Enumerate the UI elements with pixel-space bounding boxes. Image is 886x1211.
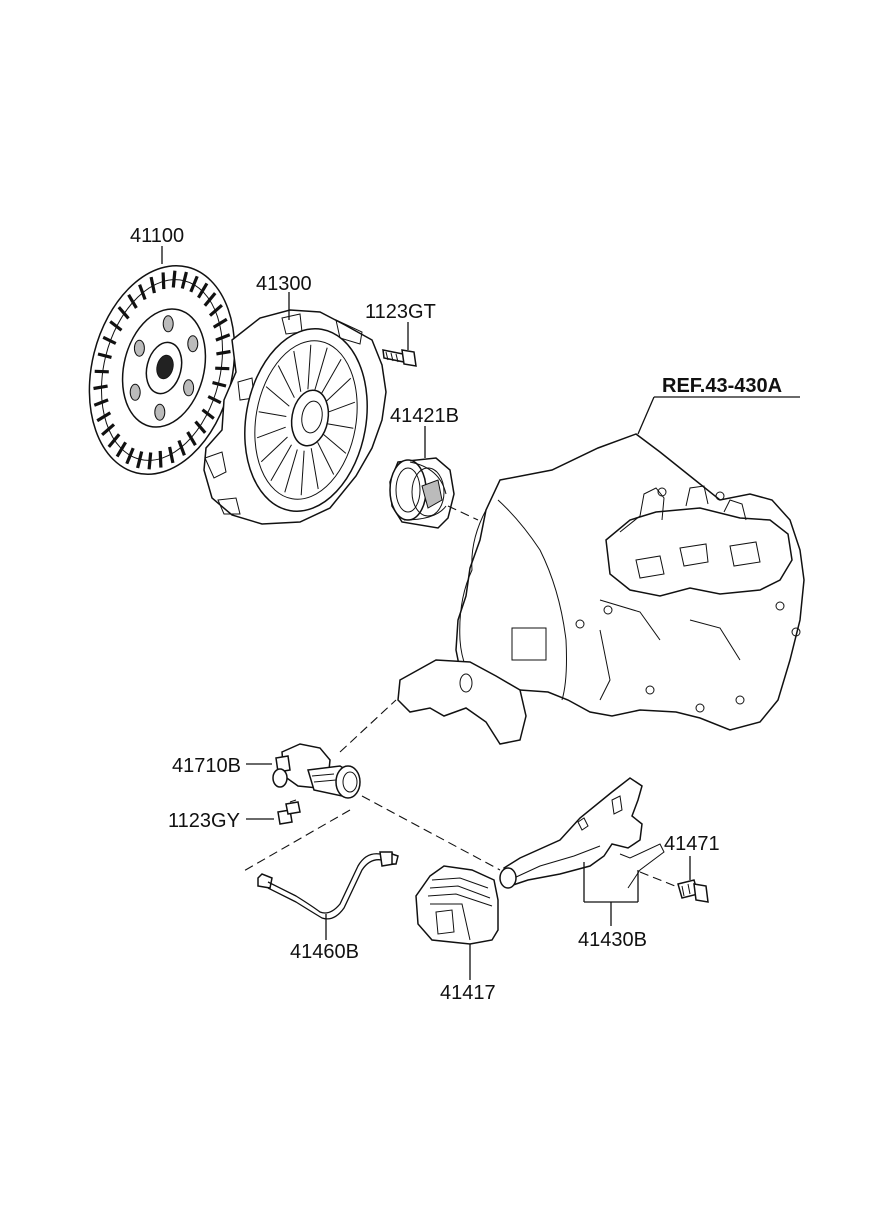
- disc-slot: [109, 320, 123, 332]
- disc-slot: [101, 423, 116, 437]
- diaphragm-finger: [258, 411, 287, 417]
- disc-slot: [186, 431, 197, 447]
- damper-spring: [187, 335, 199, 353]
- disc-slot: [107, 433, 121, 448]
- label-41300: 41300: [256, 273, 312, 295]
- disc-slot: [138, 284, 147, 301]
- clutch-tube-41460B: [257, 851, 399, 940]
- disc-slot: [127, 293, 138, 309]
- disc-slot: [180, 271, 188, 289]
- disc-slot: [125, 447, 135, 465]
- disc-slot: [189, 275, 199, 293]
- disc-slot: [207, 395, 222, 405]
- disc-slot: [194, 420, 207, 434]
- label-41100: 41100: [130, 225, 184, 247]
- disc-slot: [216, 349, 231, 356]
- bolt-1123GT: [382, 322, 417, 367]
- dust-boot-41417: [415, 865, 499, 980]
- disc-slot: [136, 451, 144, 469]
- diaphragm-finger: [260, 436, 288, 463]
- label-41421B: 41421B: [390, 405, 459, 427]
- damper-spring: [133, 339, 145, 357]
- disc-slot: [102, 335, 117, 345]
- pressure-plate-41300: [203, 292, 387, 525]
- disc-slot: [147, 452, 153, 470]
- disc-slot: [168, 446, 175, 464]
- disc-slot: [215, 366, 230, 371]
- transmission-assembly: [397, 396, 805, 745]
- disc-slot: [197, 282, 209, 299]
- disc-slot: [115, 441, 127, 458]
- disc-slot: [96, 411, 112, 423]
- disc-slot: [177, 439, 186, 456]
- bolt-1123GY: [246, 799, 301, 825]
- disc-slot: [171, 270, 177, 288]
- damper-spring: [154, 403, 166, 421]
- diaphragm-finger: [326, 401, 356, 414]
- disc-slot: [93, 398, 109, 407]
- damper-spring: [129, 383, 141, 401]
- disc-slot: [97, 352, 112, 359]
- clutch-disc-41100: [88, 246, 236, 475]
- diaphragm-finger: [307, 344, 312, 390]
- diaphragm-finger: [256, 426, 286, 439]
- disc-slot: [201, 408, 215, 420]
- label-41460B: 41460B: [290, 941, 359, 963]
- release-cylinder-41710B: [246, 743, 361, 799]
- label-1123GT: 1123GT: [365, 301, 436, 323]
- diaphragm-finger: [322, 433, 347, 454]
- disc-slot: [94, 369, 109, 374]
- label-41471: 41471: [664, 833, 720, 855]
- label-ref-43-430A: REF.43-430A: [662, 375, 782, 397]
- diaphragm-finger: [314, 347, 328, 391]
- diaphragm-finger: [300, 450, 305, 496]
- disc-slot: [212, 317, 228, 329]
- diaphragm-finger: [270, 444, 292, 481]
- label-1123GY: 1123GY: [168, 810, 240, 832]
- diaphragm-finger: [317, 442, 335, 475]
- disc-slot: [215, 333, 231, 342]
- disc-slot: [117, 306, 130, 320]
- diaphragm-finger: [284, 449, 298, 493]
- disc-slot: [149, 276, 156, 294]
- diaphragm-finger: [293, 350, 302, 392]
- release-bearing-41421B: [389, 426, 455, 529]
- damper-spring: [162, 315, 174, 333]
- pivot-bolt-41471: [677, 856, 709, 903]
- label-41417: 41417: [440, 982, 496, 1004]
- damper-spring: [183, 379, 195, 397]
- diaphragm-finger: [265, 386, 290, 407]
- diaphragm-finger: [325, 423, 354, 429]
- label-41710B: 41710B: [172, 755, 241, 777]
- disc-slot: [203, 292, 217, 307]
- disc-slot: [208, 303, 223, 317]
- disc-slot: [212, 381, 227, 388]
- diaphragm-finger: [324, 377, 352, 404]
- label-41430B: 41430B: [578, 929, 647, 951]
- disc-slot: [93, 384, 108, 391]
- disc-slot: [158, 450, 163, 468]
- release-fork-41430B: [499, 777, 665, 926]
- disc-slot: [161, 272, 166, 290]
- diaphragm-finger: [320, 359, 342, 396]
- diaphragm-finger: [277, 365, 295, 398]
- diaphragm-finger: [310, 448, 319, 490]
